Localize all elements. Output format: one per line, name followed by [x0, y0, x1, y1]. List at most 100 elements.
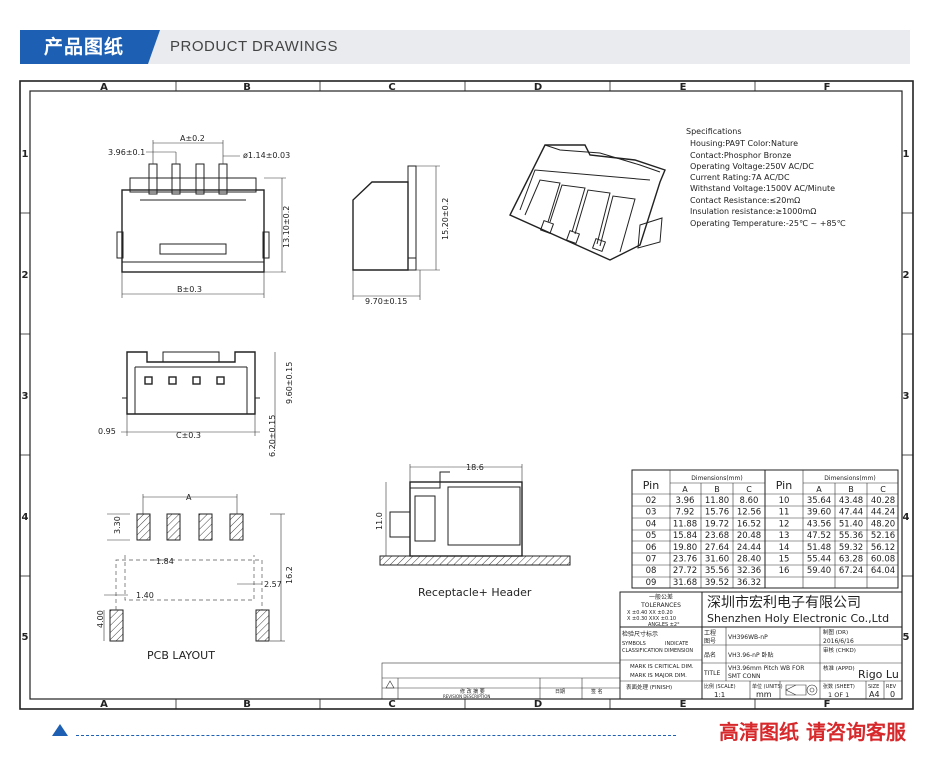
table-pin-cell: 10 [779, 496, 790, 506]
dim-side-width: 9.70±0.15 [365, 297, 407, 306]
title-line1: VH3.96mm Pitch WB FOR [728, 665, 804, 672]
appd-label: 核准 (APPD) [823, 664, 855, 672]
row-label: 5 [22, 632, 29, 643]
table-dim-cell: 32.36 [737, 566, 761, 576]
table-dim-cell: 8.60 [740, 496, 759, 506]
table-pin-cell: 03 [646, 508, 657, 518]
table-dim-cell: 59.32 [839, 543, 863, 553]
dim-b: B±0.3 [177, 285, 202, 294]
spec-line: Operating Voltage:250V AC/DC [690, 162, 814, 171]
dim-top-height: 9.60±0.15 [285, 362, 294, 404]
col-label: D [534, 699, 542, 710]
dim-pcb-162: 16.2 [285, 566, 294, 584]
table-dim-cell: 59.40 [807, 566, 831, 576]
grid-column-labels: A B C D E F A B C D E F [100, 82, 830, 710]
dim-pitch: 3.96±0.1 [108, 148, 145, 157]
spec-line: Contact Resistance:≤20mΩ [690, 196, 800, 205]
table-dim-cell: 64.04 [871, 566, 895, 576]
contact-service-cta[interactable]: 高清图纸 请咨询客服 [719, 720, 906, 744]
banner-title: 产品图纸 [20, 30, 160, 64]
table-dim-cell: 47.52 [807, 531, 831, 541]
table-dim-cell: 55.44 [807, 555, 831, 565]
col-label: A [100, 82, 108, 93]
table-dim-cell: 12.56 [737, 508, 761, 518]
table-dim-cell: 28.40 [737, 555, 761, 565]
critical-dim: MARK IS CRITICAL DIM. [630, 664, 694, 670]
col-header: B [714, 485, 720, 494]
pin-header: Pin [643, 479, 659, 492]
col-header: A [682, 485, 688, 494]
top-view [121, 351, 276, 446]
sheet: 1 OF 1 [828, 691, 849, 699]
spec-line: Withstand Voltage:1500V AC/Minute [690, 184, 835, 193]
pcb-layout [103, 494, 285, 642]
company-en: Shenzhen Holy Electronic Co.,Ltd [707, 612, 889, 625]
table-dim-cell: 39.52 [705, 578, 729, 588]
class-dimension: CLASSIFICATION DIMENSION [622, 648, 693, 654]
table-dim-cell: 40.28 [871, 496, 895, 506]
col-header: B [848, 485, 854, 494]
col-label: E [680, 699, 687, 710]
table-dim-cell: 60.08 [871, 555, 895, 565]
table-pin-cell: 02 [646, 496, 657, 506]
pcb-pad [198, 513, 213, 541]
units-label: 单位 (UNITS) [752, 683, 783, 690]
specifications: Specifications Housing:PA9T Color:Nature… [686, 127, 846, 228]
col-label: A [100, 699, 108, 710]
row-label: 1 [22, 149, 29, 160]
tol-line: X ±0.40 XX ±0.20 [627, 610, 673, 616]
front-view [116, 140, 286, 298]
col-label: C [388, 699, 395, 710]
major-dim: MARK IS MAJOR DIM. [630, 673, 687, 679]
row-label: 5 [903, 632, 910, 643]
drawn-label: 制图 (DR) [823, 628, 848, 636]
dim-a: A±0.2 [180, 134, 205, 143]
dwg-no: VH396WB-nP [728, 634, 768, 641]
col-label: F [824, 82, 831, 93]
scale-label: 比例 (SCALE) [704, 683, 736, 690]
footer-divider [76, 735, 676, 736]
dim-pin-dia: ø1.14±0.03 [243, 151, 290, 160]
row-label: 2 [903, 270, 910, 281]
pin-header: Pin [776, 479, 792, 492]
table-dim-cell: 23.76 [673, 555, 697, 565]
iso-view [509, 144, 666, 261]
row-label: 3 [903, 391, 910, 402]
date-label: 日期 [555, 689, 565, 695]
table-dim-cell: 39.60 [807, 508, 831, 518]
table-pin-cell: 12 [779, 519, 790, 529]
dim-pcb-400: 4.00 [96, 610, 105, 628]
table-dim-cell: 15.84 [673, 531, 697, 541]
row-label: 4 [903, 512, 910, 523]
col-label: B [243, 699, 251, 710]
class-indicate: INDICATE [665, 641, 688, 647]
table-dim-cell: 56.12 [871, 543, 895, 553]
footer-triangle-icon [52, 724, 68, 736]
table-dim-cell: 20.48 [737, 531, 761, 541]
row-label: 3 [22, 391, 29, 402]
col-label: B [243, 82, 251, 93]
units: mm [756, 690, 772, 699]
outer-frame [19, 80, 914, 710]
drawn-date: 2016/6/16 [823, 638, 854, 645]
col-label: F [824, 699, 831, 710]
banner-subtitle: PRODUCT DRAWINGS [170, 38, 339, 55]
pcb-pad [255, 609, 270, 642]
table-dim-cell: 7.92 [676, 508, 695, 518]
row-label: 1 [903, 149, 910, 160]
table-dim-cell: 16.52 [737, 519, 761, 529]
table-dim-cell: 52.16 [871, 531, 895, 541]
table-dim-cell: 27.64 [705, 543, 729, 553]
rev: 0 [890, 690, 895, 699]
table-dim-cell: 27.72 [673, 566, 697, 576]
table-pin-cell: 14 [779, 543, 790, 553]
scale: 1:1 [714, 691, 725, 699]
table-dim-cell: 31.60 [705, 555, 729, 565]
col-header: C [746, 485, 752, 494]
top-view-dims: 0.95 C±0.3 9.60±0.15 6.20±0.15 [98, 362, 294, 457]
table-dim-cell: 19.80 [673, 543, 697, 553]
part-name: VH3.96-nP 卧贴 [728, 651, 773, 659]
table-dim-cell: 43.56 [807, 519, 831, 529]
